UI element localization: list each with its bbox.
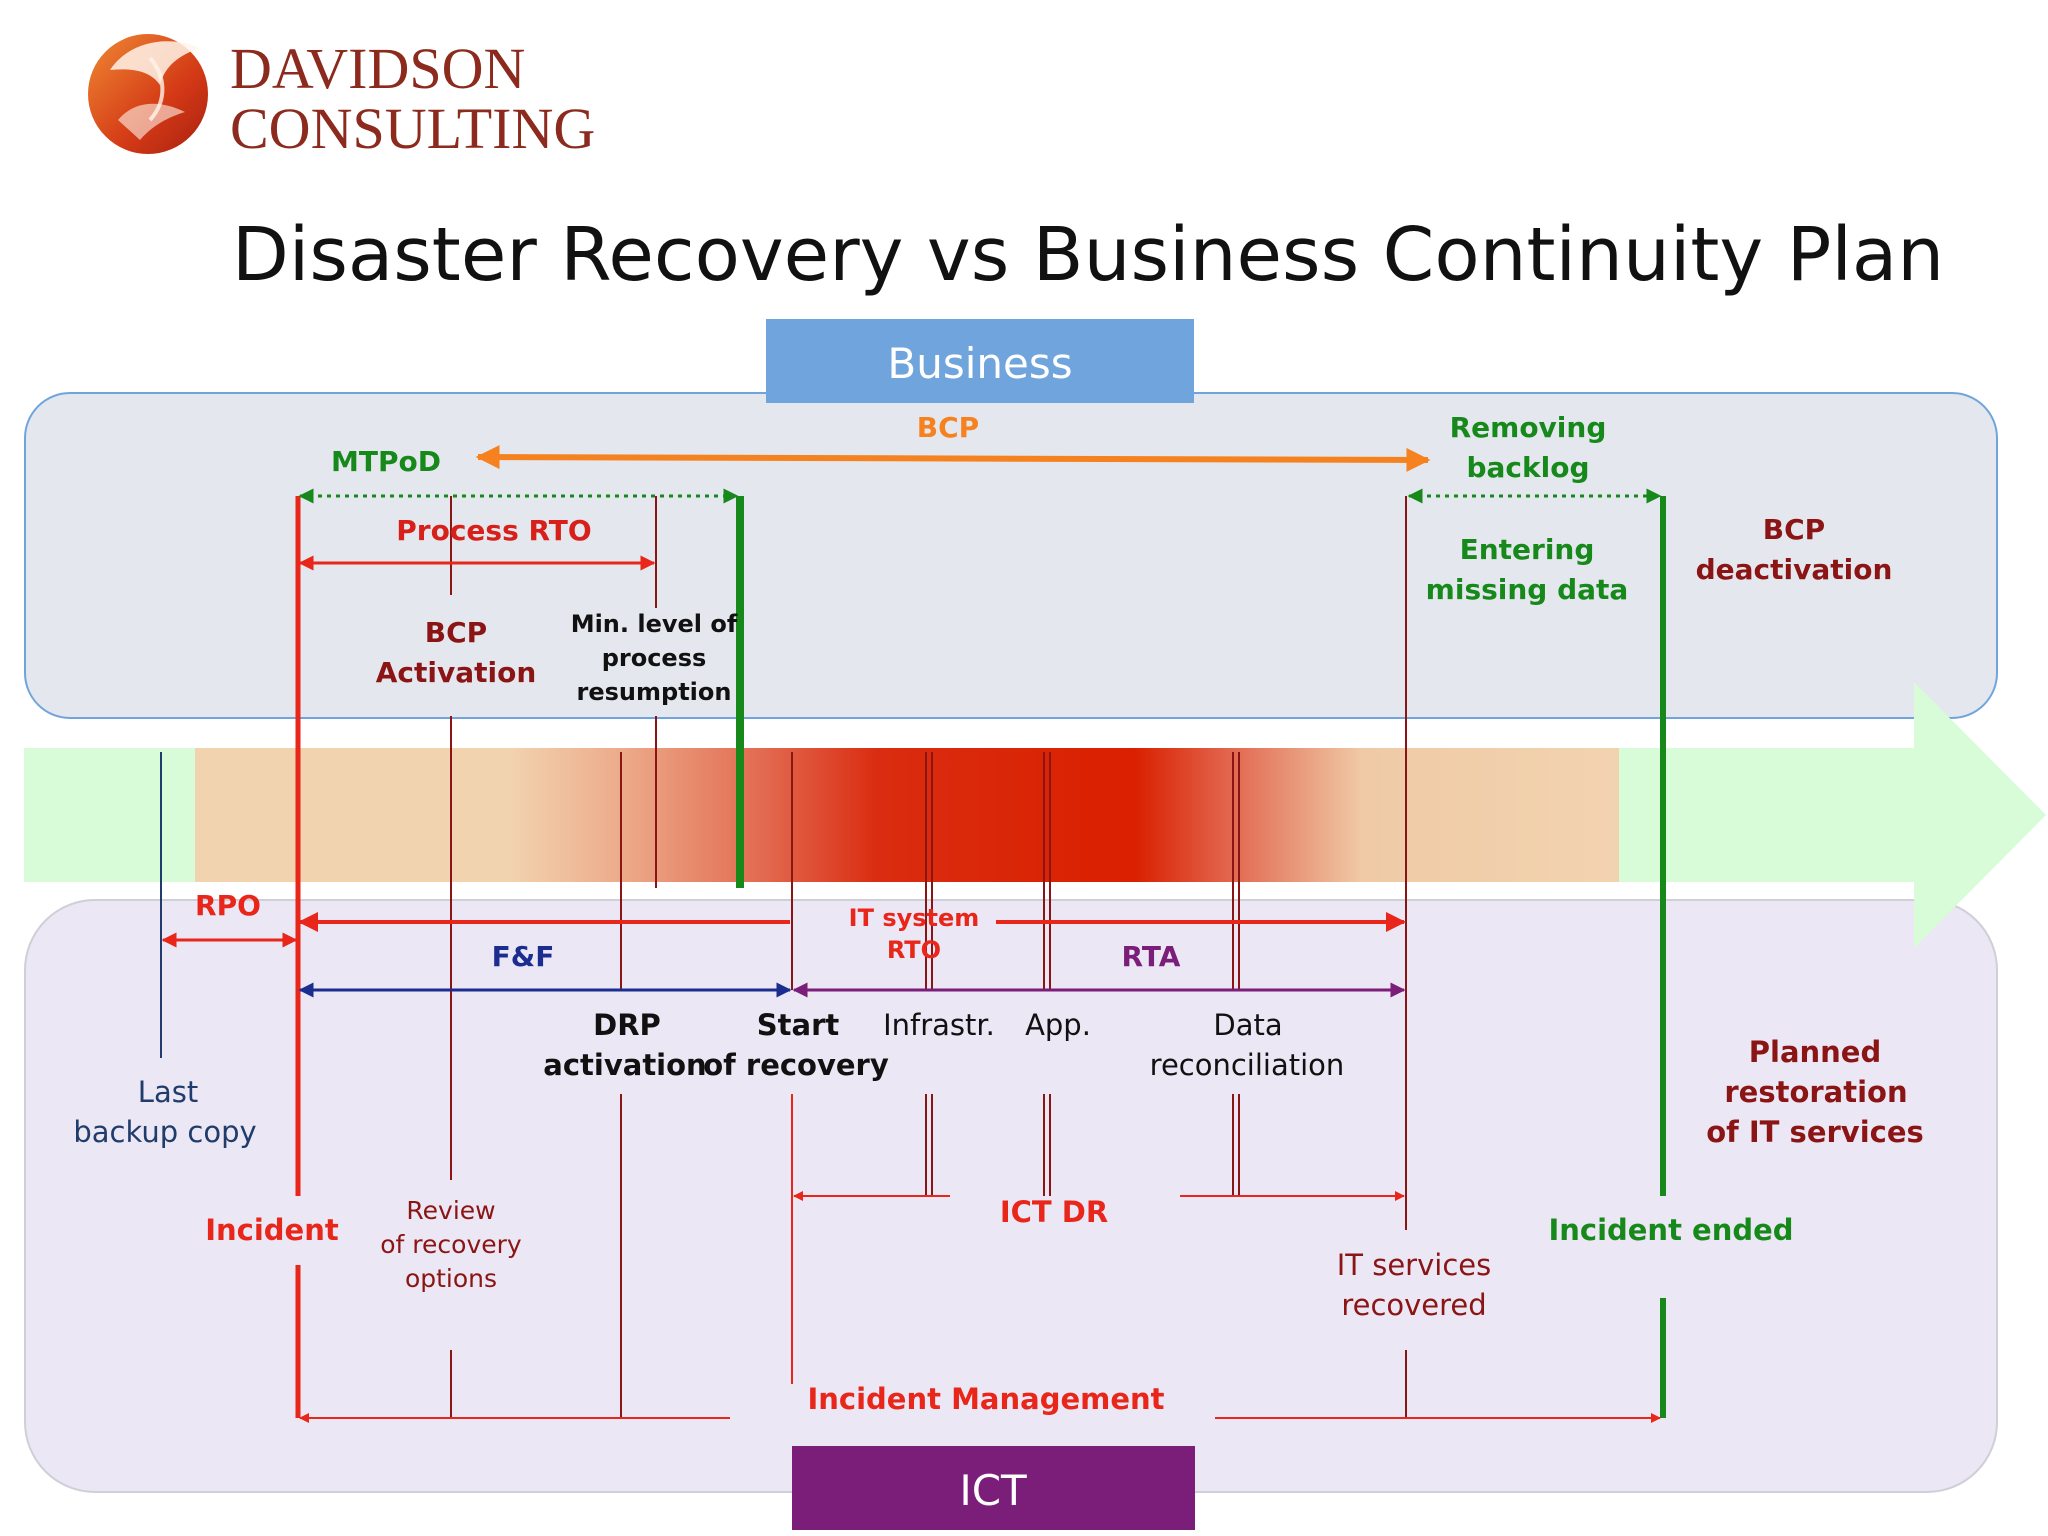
incident-label: Incident	[205, 1213, 339, 1247]
ict-header	[792, 1446, 1195, 1530]
app-label: App.	[1025, 1008, 1091, 1042]
start-recovery-label-2: of recovery	[703, 1048, 889, 1082]
drp-activation-label-1: DRP	[593, 1008, 661, 1042]
business-header-label: Business	[887, 339, 1072, 388]
it-services-recovered-label-1: IT services	[1337, 1248, 1491, 1282]
bcp-activation-label-1: BCP	[425, 616, 487, 649]
min-level-label-3: resumption	[577, 678, 732, 706]
drp-activation-label-2: activation	[543, 1048, 706, 1082]
data-reconciliation-label-2: reconciliation	[1150, 1048, 1345, 1082]
bcp-deactivation-label-1: BCP	[1763, 513, 1825, 546]
bcp-label: BCP	[917, 411, 979, 444]
review-label-3: options	[405, 1264, 497, 1293]
logo-line-2: CONSULTING	[230, 96, 595, 161]
entering-missing-data-label-1: Entering	[1460, 533, 1595, 566]
planned-restoration-label-3: of IT services	[1706, 1115, 1924, 1149]
infrastr-label: Infrastr.	[883, 1008, 995, 1042]
it-services-recovered-label-2: recovered	[1341, 1288, 1486, 1322]
business-header	[766, 319, 1194, 403]
last-backup-label-2: backup copy	[73, 1115, 256, 1149]
bcp-deactivation-label-2: deactivation	[1696, 553, 1893, 586]
ict-dr-label: ICT DR	[1000, 1195, 1108, 1229]
min-level-label-2: process	[602, 644, 707, 672]
bcp-activation-label-2: Activation	[376, 656, 537, 689]
mtpod-label: MTPoD	[331, 445, 441, 478]
it-system-rto-label-1: IT system	[849, 904, 980, 932]
start-recovery-label-1: Start	[757, 1008, 840, 1042]
process-rto-label: Process RTO	[396, 514, 591, 547]
planned-restoration-label-1: Planned	[1749, 1035, 1881, 1069]
it-system-rto-label-2: RTO	[887, 936, 941, 964]
bcp-arrow	[475, 445, 1431, 472]
data-reconciliation-label-1: Data	[1213, 1008, 1282, 1042]
page-title: Disaster Recovery vs Business Continuity…	[232, 212, 1944, 298]
disruption-band	[195, 748, 1619, 882]
min-level-label-1: Min. level of	[571, 610, 738, 638]
planned-restoration-label-2: restoration	[1724, 1075, 1907, 1109]
incident-ended-label: Incident ended	[1548, 1213, 1793, 1247]
removing-backlog-label-1: Removing	[1450, 411, 1607, 444]
logo-line-1: DAVIDSON	[230, 36, 525, 101]
phoenix-logo-icon	[88, 34, 208, 154]
last-backup-label-1: Last	[138, 1075, 198, 1109]
rta-label: RTA	[1122, 940, 1181, 973]
rpo-label: RPO	[195, 889, 261, 922]
incident-management-label: Incident Management	[807, 1382, 1164, 1416]
ict-header-label: ICT	[959, 1466, 1027, 1515]
review-label-2: of recovery	[380, 1230, 522, 1259]
logo: DAVIDSON CONSULTING	[88, 34, 595, 161]
review-label-1: Review	[406, 1196, 495, 1225]
ff-label: F&F	[492, 940, 555, 973]
entering-missing-data-label-2: missing data	[1426, 573, 1629, 606]
removing-backlog-label-2: backlog	[1466, 451, 1589, 484]
